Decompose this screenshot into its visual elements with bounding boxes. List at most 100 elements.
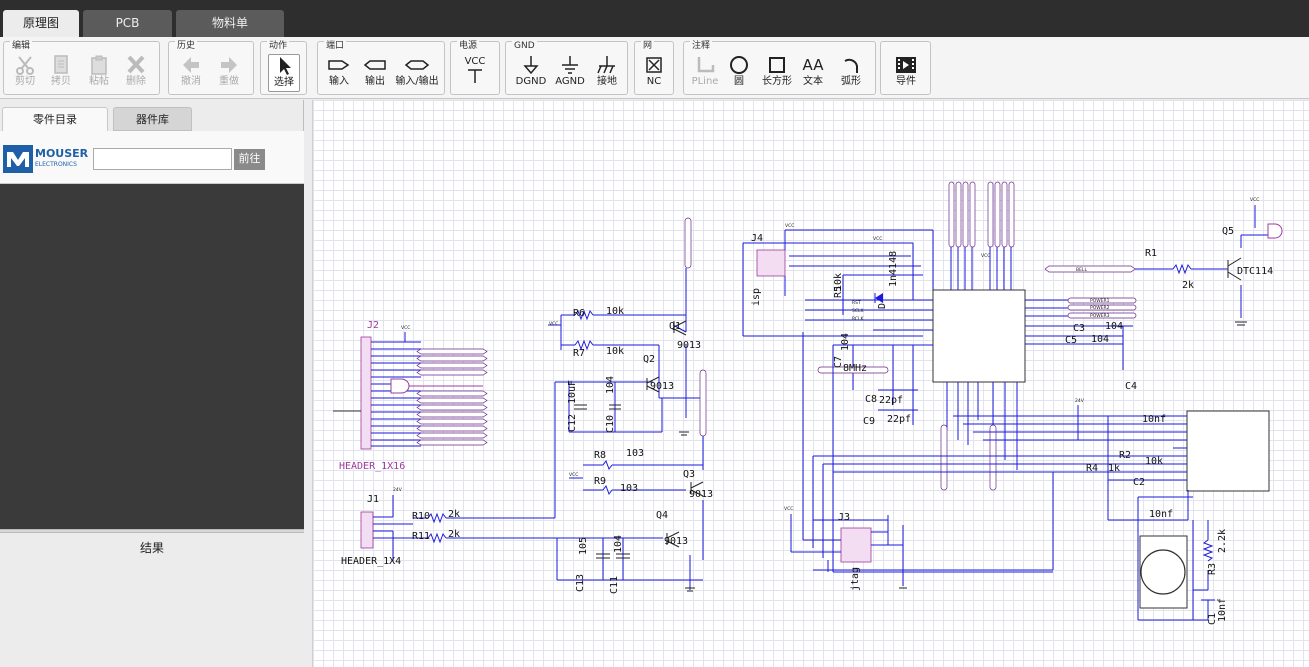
- clipboard-icon: [91, 55, 107, 75]
- agnd-label: AGND: [555, 76, 585, 87]
- c5-value: 104: [1091, 334, 1109, 345]
- note-group: 注释 PLine 圆 长方形 AA 文本 弧形: [683, 41, 876, 95]
- port-inout-icon: [404, 60, 430, 70]
- history-group: 历史 撤消 重做: [168, 41, 254, 95]
- no-connect-icon: [646, 57, 662, 73]
- redo-button[interactable]: 重做: [213, 54, 245, 92]
- mcu-vcc: VCC: [981, 253, 990, 259]
- r8-value: 103: [626, 448, 644, 459]
- header-j4-isp[interactable]: J4 isp VCC VCC: [742, 223, 934, 337]
- header-j2[interactable]: J2 HEADER_1X16 VCC: [333, 320, 488, 472]
- c7-value: 104: [840, 333, 851, 351]
- r7-refdes: R7: [573, 348, 585, 359]
- j4-vcc: VCC: [785, 223, 794, 229]
- header-j1[interactable]: J1 HEADER_1X4 24V: [341, 487, 413, 567]
- text-button[interactable]: AA 文本: [798, 54, 828, 92]
- c13-value: 105: [578, 537, 589, 555]
- r9-refdes: R9: [594, 476, 606, 487]
- r6-refdes: R6: [573, 308, 585, 319]
- rect-button[interactable]: 长方形: [759, 54, 795, 92]
- c2-value: 10nf: [1149, 509, 1173, 520]
- j1-24v: 24V: [393, 487, 403, 493]
- rectangle-icon: [769, 57, 785, 73]
- delete-label: 删除: [126, 76, 146, 87]
- net-port-vertical-2[interactable]: [699, 369, 707, 437]
- text-label: 文本: [803, 76, 823, 87]
- cut-button[interactable]: 剪切: [10, 54, 40, 92]
- tab-pcb[interactable]: PCB: [83, 10, 172, 37]
- port-output-button[interactable]: 输出: [360, 54, 390, 92]
- export-button[interactable]: 导件: [890, 54, 922, 92]
- net-rclk: RCLK: [852, 316, 865, 322]
- earth-button[interactable]: 接地: [590, 54, 624, 92]
- export-label: 导件: [896, 76, 916, 87]
- agnd-icon: [562, 56, 578, 74]
- motor-driver-ic[interactable]: C4 10nf R2 10k R4 1k C2 10nf 24V: [812, 381, 1270, 621]
- circle-button[interactable]: 圆: [724, 54, 754, 92]
- c1-refdes: C1: [1207, 613, 1218, 625]
- c12-value: 10uF: [567, 380, 578, 404]
- agnd-button[interactable]: AGND: [550, 54, 590, 92]
- q3-vcc: VCC: [569, 472, 578, 478]
- port-input-button[interactable]: 输入: [324, 54, 354, 92]
- q5-bell-driver[interactable]: BELL R1 2k Q5 DTC114 VCC: [1044, 197, 1283, 326]
- q1-q2-driver[interactable]: [548, 268, 703, 433]
- cursor-pointer-icon: [280, 57, 291, 75]
- paste-button[interactable]: 粘帖: [84, 54, 114, 92]
- motor[interactable]: 2.2k R3 C1 10nf: [1139, 520, 1228, 625]
- c10-value: 104: [605, 376, 616, 394]
- undo-button[interactable]: 撤消: [175, 54, 207, 92]
- r10-r11-network[interactable]: [413, 381, 658, 544]
- c11-value: 104: [613, 535, 624, 553]
- j3-refdes: J3: [838, 512, 850, 523]
- net-port-vertical-1[interactable]: [684, 217, 692, 269]
- export-group: 导件: [880, 41, 931, 95]
- copy-button[interactable]: 拷贝: [46, 54, 76, 92]
- circle-icon: [730, 56, 748, 74]
- power-group-label: 电源: [457, 41, 480, 51]
- mouser-sub: ELECTRONICS: [35, 161, 77, 168]
- pline-button[interactable]: PLine: [687, 54, 723, 92]
- text-icon: AA: [802, 56, 824, 74]
- j4-name: isp: [751, 288, 762, 306]
- mcu-top-net-ports[interactable]: [940, 181, 1015, 491]
- dgnd-button[interactable]: DGND: [511, 54, 551, 92]
- c9-refdes: C9: [863, 416, 875, 427]
- go-button[interactable]: 前往: [234, 149, 265, 170]
- net-group-label: 网: [641, 41, 655, 51]
- port-input-label: 输入: [329, 76, 349, 87]
- r11-value: 2k: [448, 529, 460, 540]
- delete-button[interactable]: 删除: [121, 54, 151, 92]
- mcu-chip[interactable]: POWER1 POWER2 POWER3 RST SCLK RCLK: [805, 274, 1137, 470]
- tab-device-library[interactable]: 器件库: [113, 107, 192, 131]
- history-group-label: 历史: [175, 41, 198, 51]
- arc-button[interactable]: 弧形: [836, 54, 866, 92]
- action-group-label: 动作: [267, 41, 290, 51]
- q1-value: 9013: [677, 340, 701, 351]
- j3-vcc: VCC: [784, 506, 793, 512]
- part-search-input[interactable]: [93, 148, 232, 170]
- port-output-label: 输出: [365, 76, 385, 87]
- r6-value: 10k: [606, 306, 624, 317]
- select-label: 选择: [274, 77, 294, 88]
- q3-q4-driver[interactable]: [556, 436, 704, 590]
- r2-refdes: R2: [1119, 450, 1131, 461]
- j2-name: HEADER_1X16: [339, 461, 405, 472]
- c3-value: 104: [1105, 321, 1123, 332]
- r1-value: 2k: [1182, 280, 1194, 291]
- schematic-canvas[interactable]: J2 HEADER_1X16 VCC J1 HEADER_1X4 24V R10…: [312, 100, 1309, 667]
- tab-schematic[interactable]: 原理图: [3, 10, 79, 37]
- port-inout-button[interactable]: 输入/输出: [394, 54, 440, 92]
- vcc-button[interactable]: VCC: [459, 56, 491, 94]
- r5-refdes: R5: [833, 286, 844, 298]
- tab-part-catalog[interactable]: 零件目录: [2, 107, 108, 131]
- select-button[interactable]: 选择: [268, 54, 300, 92]
- nc-button[interactable]: NC: [639, 54, 669, 92]
- q5-refdes: Q5: [1222, 226, 1234, 237]
- net-bell: BELL: [1076, 267, 1087, 273]
- action-group: 动作 选择: [260, 41, 307, 95]
- panel-splitter[interactable]: [0, 529, 304, 533]
- header-j3-jtag[interactable]: J3 jtag VCC: [784, 332, 1053, 591]
- pline-label: PLine: [691, 76, 719, 87]
- tab-bom[interactable]: 物料单: [176, 10, 284, 37]
